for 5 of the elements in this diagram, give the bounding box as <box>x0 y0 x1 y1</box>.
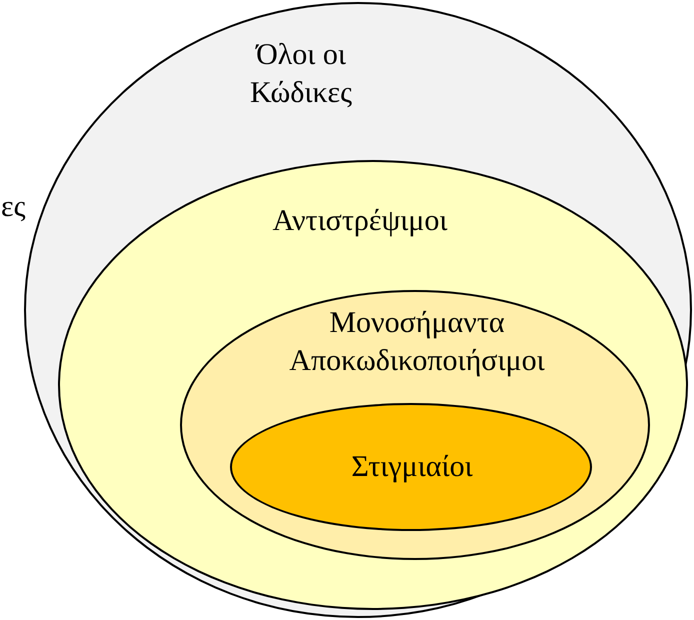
set-label: Όλοι οι Κώδικες <box>248 37 354 111</box>
cut-off-text: ες <box>1 189 26 225</box>
set-label: Στιγμιαίοι <box>350 449 474 485</box>
set-label: Μονοσήμαντα Αποκωδικοποιήσιμοι <box>288 305 546 379</box>
set-label: Αντιστρέψιμοι <box>272 203 448 239</box>
